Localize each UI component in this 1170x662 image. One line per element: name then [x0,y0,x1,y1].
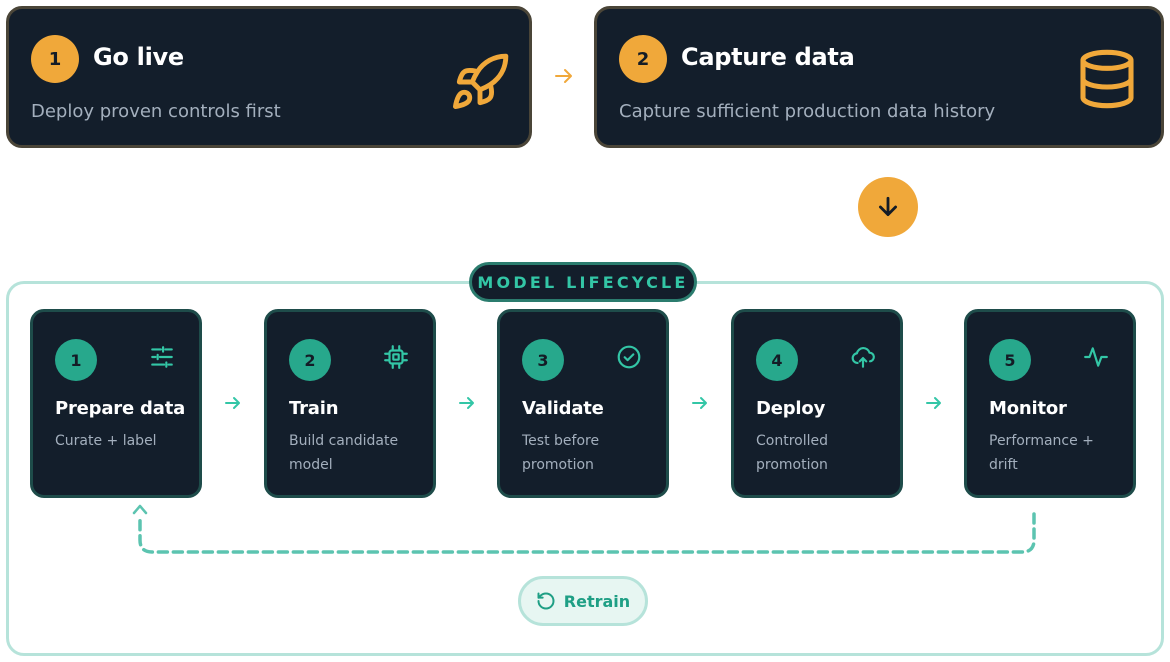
database-icon [1080,49,1134,109]
rotate-ccw-icon [537,592,555,610]
step-title: Deploy [756,398,826,419]
chip-icon [384,345,408,369]
lifecycle-step-deploy: 4 Deploy Controlled promotion [731,309,903,498]
retrain-label: Retrain [563,591,631,611]
step-title: Go live [93,43,184,71]
step-description: Curate + label [55,433,157,449]
step-description: Capture sufficient production data histo… [619,101,996,122]
lifecycle-step-train: 2 Train Build candidate model [264,309,436,498]
step-number-badge: 2 [619,35,667,83]
step-description: Controlled promotion [756,433,828,473]
retrain-pill: Retrain [518,576,648,626]
lifecycle-step-monitor: 5 Monitor Performance + drift [964,309,1136,498]
cloud-upload-icon [851,347,875,368]
step-number-badge: 4 [756,339,798,381]
step-description: Performance + drift [989,433,1094,473]
step-title: Capture data [681,43,855,71]
step-number-badge: 5 [989,339,1031,381]
arrow-down-connector [858,177,918,237]
step-number-badge: 3 [522,339,564,381]
arrow-right-icon [555,69,572,83]
arrow-right-icon [225,397,240,409]
arrow-down-icon [879,196,897,216]
arrow-right-icon [692,397,707,409]
sliders-icon [151,346,173,368]
step-title: Train [289,398,339,419]
step-description: Test before promotion [522,433,600,473]
lifecycle-label: MODEL LIFECYCLE [469,262,697,302]
step-title: Validate [522,398,604,419]
step-title: Monitor [989,398,1067,419]
lifecycle-step-prepare-data: 1 Prepare data Curate + label [30,309,202,498]
arrow-right-icon [459,397,474,409]
top-step-capture-data: 2 Capture data Capture sufficient produc… [594,6,1164,148]
step-title: Prepare data [55,398,186,419]
check-circle-icon [617,345,641,369]
step-number-badge: 1 [31,35,79,83]
step-number-badge: 1 [55,339,97,381]
rocket-icon [453,53,509,109]
lifecycle-step-validate: 3 Validate Test before promotion [497,309,669,498]
step-description: Build candidate model [289,433,399,473]
top-step-go-live: 1 Go live Deploy proven controls first [6,6,532,148]
step-description: Deploy proven controls first [31,101,281,122]
pulse-icon [1084,347,1108,367]
step-number-badge: 2 [289,339,331,381]
arrow-right-icon [926,397,941,409]
